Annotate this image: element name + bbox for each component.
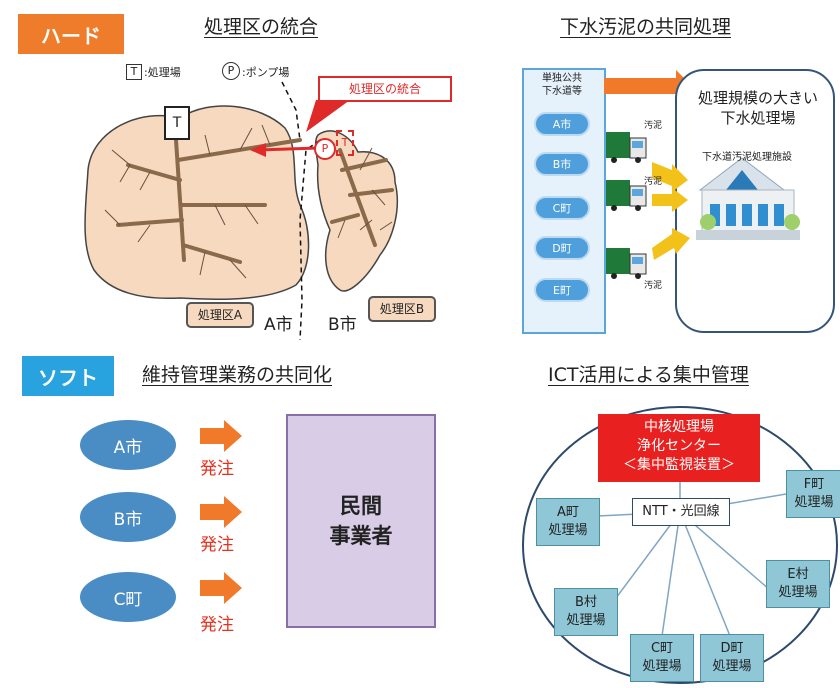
city-ellipse-b: B市 bbox=[80, 492, 176, 542]
facility-label: 下水道汚泥処理施設 bbox=[702, 152, 792, 163]
plant-a: A町 処理場 bbox=[536, 498, 600, 546]
q2-title: 下水汚泥の共同処理 bbox=[560, 16, 732, 38]
left-header: 単独公共 下水道等 bbox=[542, 73, 582, 97]
city-ellipse-c: C町 bbox=[80, 572, 176, 622]
order-label-3: 発注 bbox=[200, 615, 234, 635]
center-box: 中核処理場 浄化センター ＜集中監視装置＞ bbox=[598, 414, 760, 482]
callout-box: 処理区の統合 bbox=[318, 76, 452, 102]
order-label-1: 発注 bbox=[200, 459, 234, 479]
plant-d: D町 処理場 bbox=[700, 634, 764, 682]
q4-title: ICT活用による集中管理 bbox=[548, 364, 749, 386]
plant-b: B村 処理場 bbox=[554, 588, 618, 636]
sludge-label-1: 汚泥 bbox=[644, 121, 663, 131]
district-b-label: 処理区B bbox=[368, 296, 436, 322]
district-a-label: 処理区A bbox=[186, 302, 254, 328]
plant-c: C町 処理場 bbox=[630, 634, 694, 682]
plant-f: F町 処理場 bbox=[786, 470, 840, 518]
city-b-label: B市 bbox=[328, 315, 357, 335]
p-mark: P bbox=[314, 138, 336, 160]
joint-processing-label: 共同処理 bbox=[612, 66, 656, 79]
truck-2 bbox=[606, 180, 647, 211]
city-pill-c: C町 bbox=[534, 196, 590, 220]
city-pill-a: A市 bbox=[534, 112, 590, 136]
sludge-label-2: 汚泥 bbox=[644, 177, 663, 187]
plant-title: 処理規模の大きい下水処理場 bbox=[698, 89, 819, 127]
q1-title: 処理区の統合 bbox=[204, 16, 319, 38]
legend-t-text: :処理場 bbox=[144, 66, 181, 79]
network-box: NTT・光回線 bbox=[632, 498, 730, 526]
city-pill-e: E町 bbox=[534, 278, 590, 302]
plant-e: E村 処理場 bbox=[766, 560, 830, 608]
city-ellipse-a: A市 bbox=[80, 420, 176, 470]
truck-3 bbox=[606, 248, 647, 279]
legend-t-box: T bbox=[126, 64, 142, 80]
truck-1 bbox=[606, 132, 647, 163]
t-mark-b: T bbox=[336, 130, 354, 156]
city-pill-d: D町 bbox=[534, 236, 590, 260]
legend-p-circle: P bbox=[222, 62, 240, 80]
q3-title: 維持管理業務の共同化 bbox=[142, 364, 333, 386]
city-a-label: A市 bbox=[264, 315, 293, 335]
sludge-label-3: 汚泥 bbox=[644, 281, 663, 291]
legend-p-text: :ポンプ場 bbox=[242, 66, 290, 79]
t-mark-a: T bbox=[164, 106, 190, 140]
order-label-2: 発注 bbox=[200, 535, 234, 555]
contractor-box: 民間 事業者 bbox=[286, 414, 436, 628]
soft-tag: ソフト bbox=[22, 356, 114, 396]
city-pill-b: B市 bbox=[534, 152, 590, 176]
hard-tag: ハード bbox=[18, 14, 124, 54]
